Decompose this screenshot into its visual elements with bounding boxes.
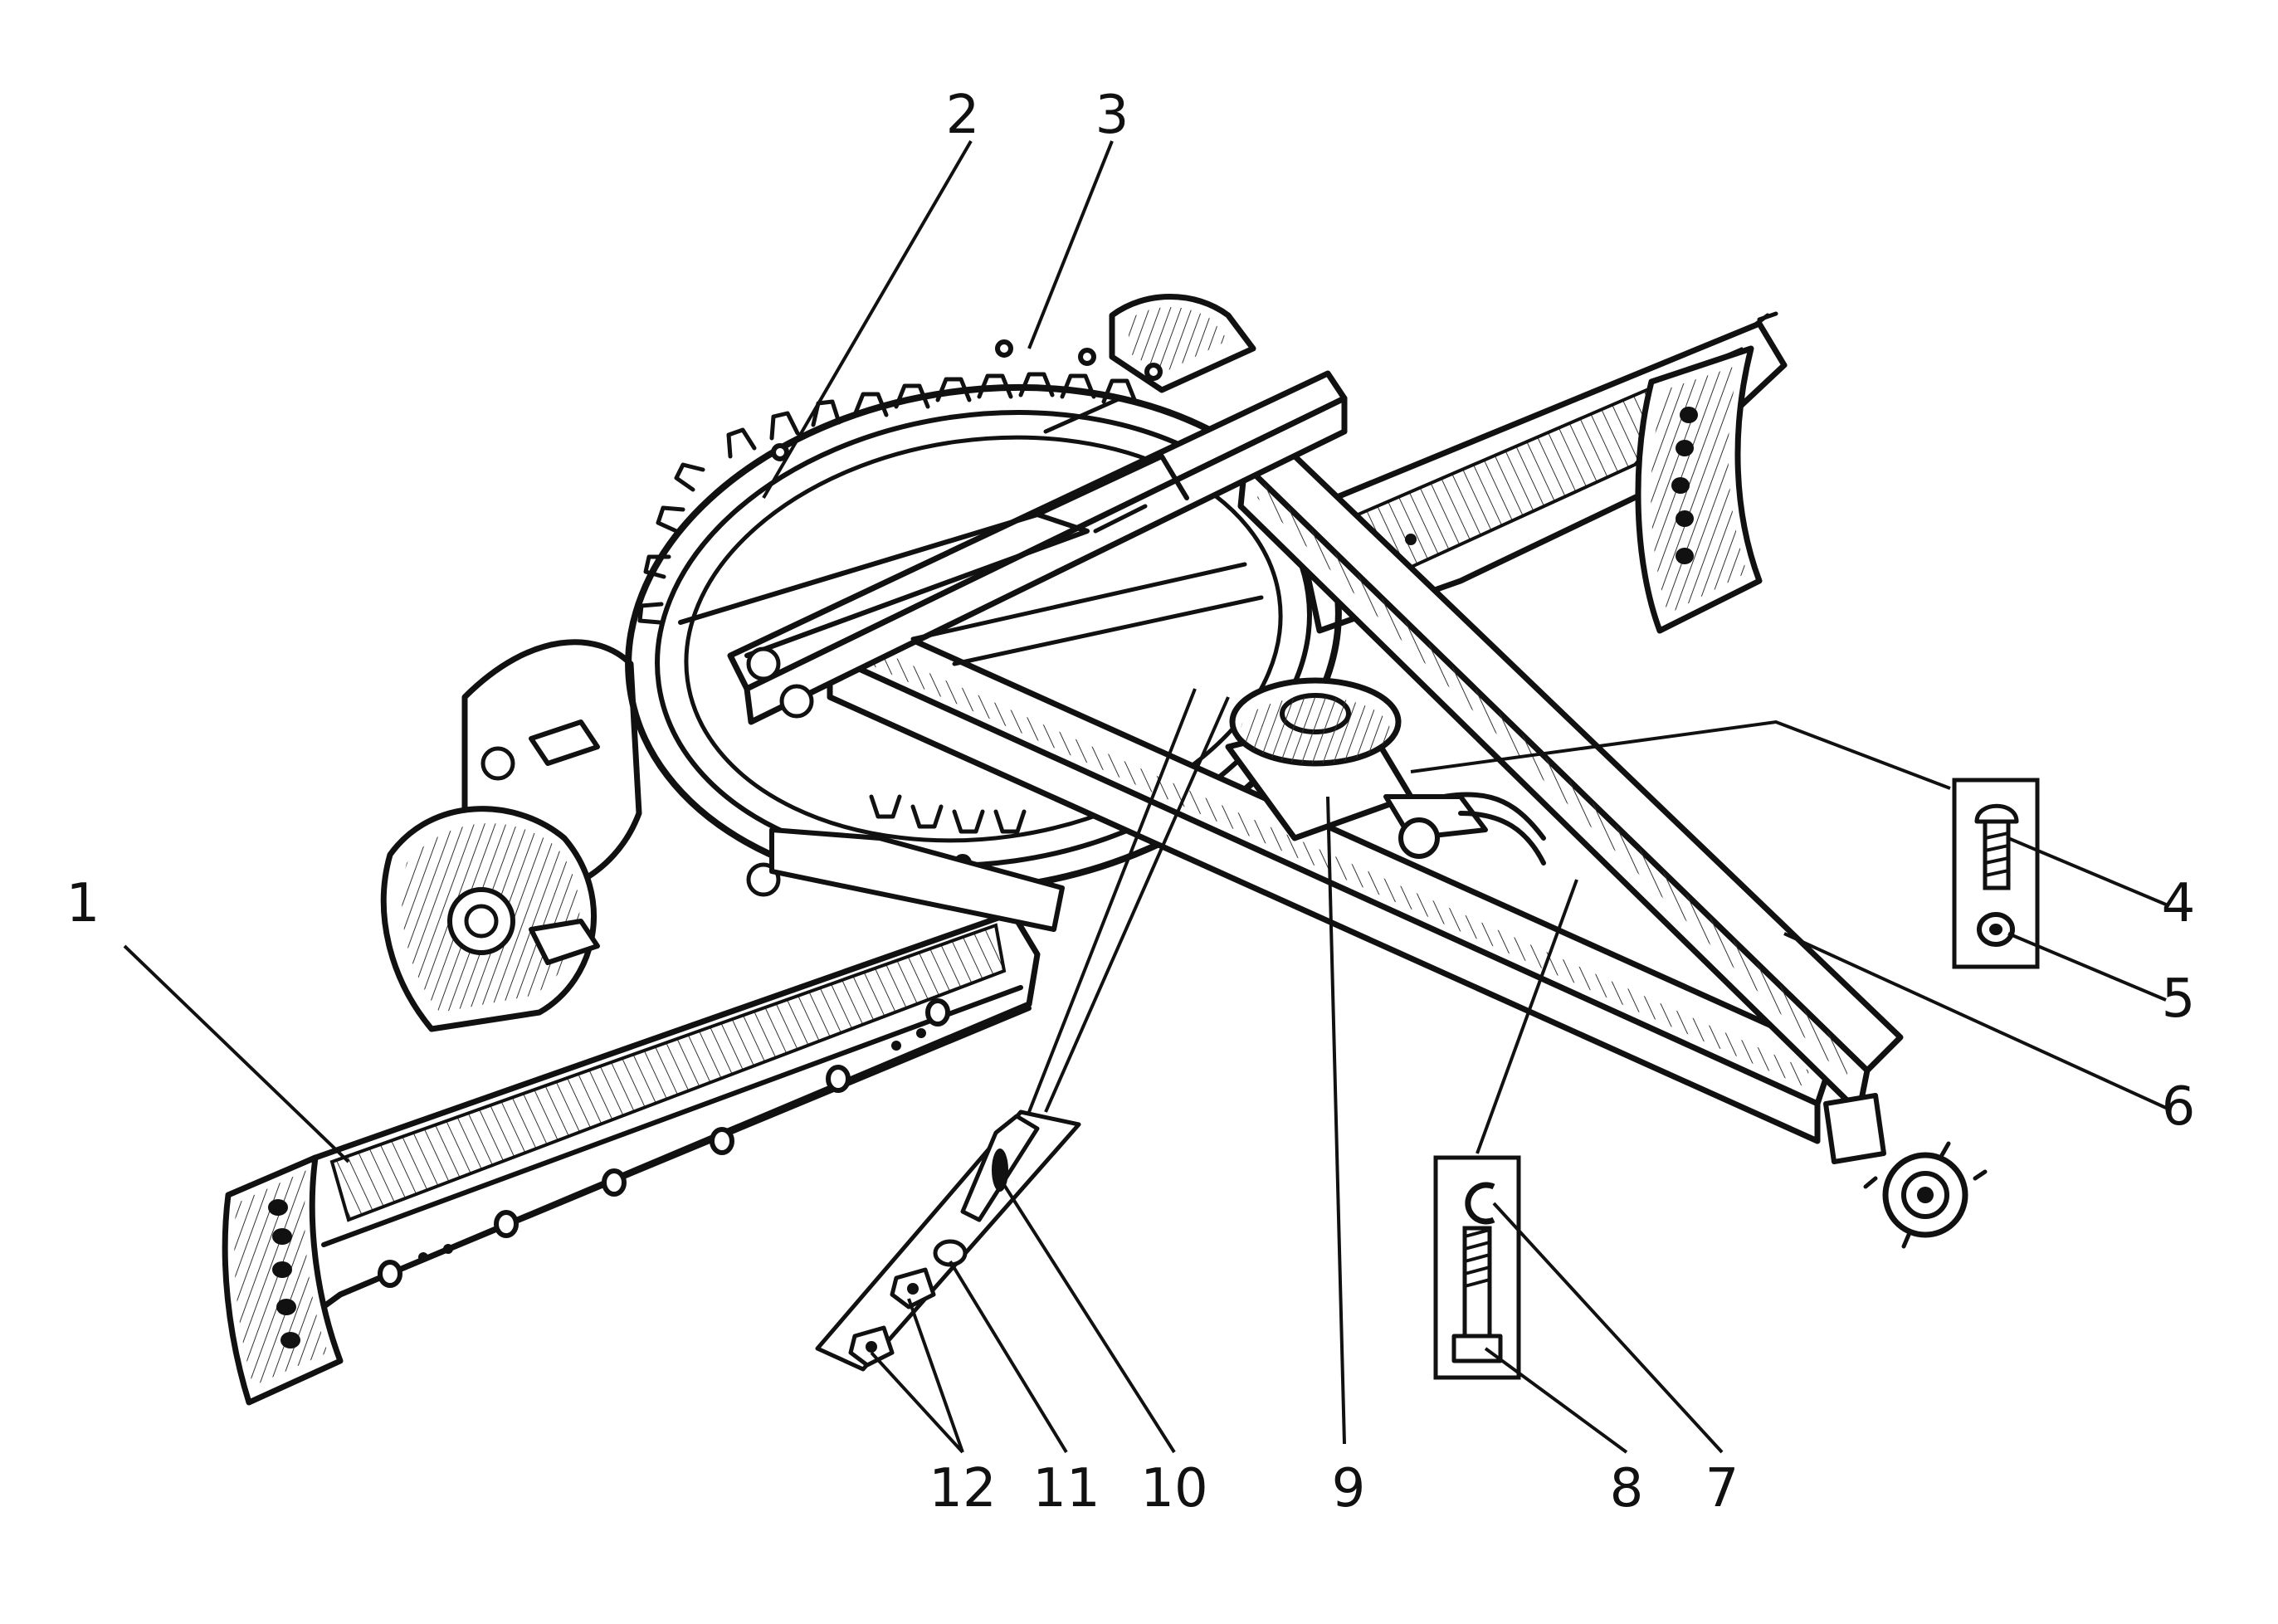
callout-2: 2 (946, 85, 980, 146)
callout-4: 4 (2162, 873, 2196, 934)
callout-6: 6 (2162, 1076, 2196, 1138)
moldboard-blade (222, 311, 1788, 1406)
callout-3: 3 (1095, 85, 1129, 146)
inner-frame (678, 396, 1264, 932)
rotation-drive-hub (1225, 677, 1546, 866)
leader-lines (123, 139, 2167, 1454)
callout-1: 1 (66, 873, 100, 934)
right-support-bracket (1109, 294, 1256, 393)
callout-10: 10 (1140, 1458, 1207, 1519)
callout-12: 12 (929, 1458, 996, 1519)
callout-labels: 1 2 3 4 5 6 7 8 9 10 11 12 (66, 85, 2196, 1519)
callout-7: 7 (1705, 1458, 1739, 1519)
left-support-bracket (380, 639, 642, 1032)
callout-11: 11 (1032, 1458, 1100, 1519)
callout-8: 8 (1610, 1458, 1644, 1519)
hardware-plate-nuts (815, 1109, 1081, 1372)
callout-5: 5 (2162, 968, 2196, 1030)
draw-bar-frame (727, 370, 1988, 1249)
hardware-inset-bolt-washer (1952, 778, 2040, 969)
callout-9: 9 (1332, 1458, 1366, 1519)
hardware-inset-bolt-lockwasher (1433, 1155, 1521, 1380)
